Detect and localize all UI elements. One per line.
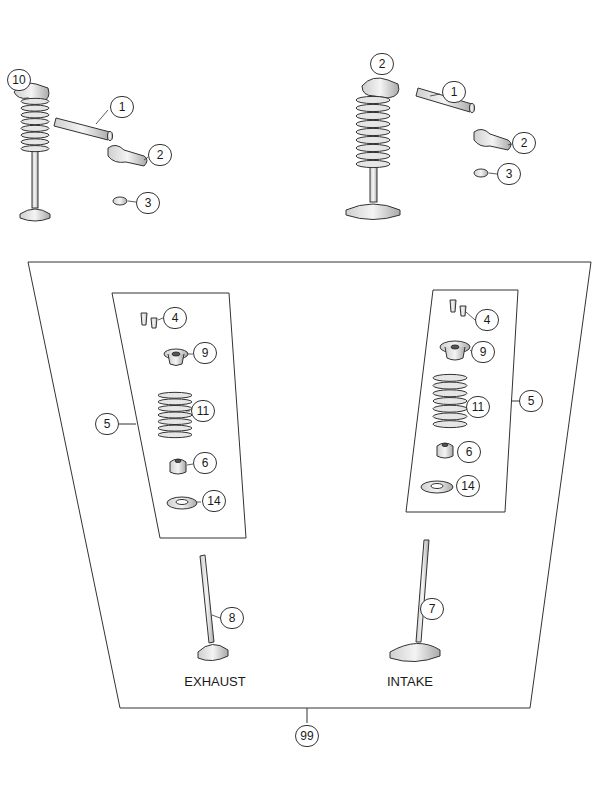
- callout-number: 4: [475, 309, 499, 331]
- coil-turn: [21, 119, 49, 125]
- callout-number: 10: [7, 69, 31, 91]
- coil-turn: [433, 413, 467, 420]
- valve-spring: [433, 374, 467, 427]
- leader-line: [466, 312, 475, 320]
- coil-turn: [21, 132, 49, 138]
- callout-number: 5: [519, 390, 543, 412]
- coil-turn: [158, 405, 192, 411]
- coil-turn: [21, 105, 49, 111]
- coil-turn: [356, 112, 390, 119]
- coil-turn: [21, 125, 49, 131]
- valve-stem-seal: [437, 443, 453, 458]
- callout-number: 11: [466, 396, 490, 418]
- coil-turn: [21, 112, 49, 118]
- callout-number: 6: [193, 452, 217, 474]
- callout-number: 2: [370, 53, 394, 75]
- callout-number: 1: [110, 96, 134, 118]
- set-outline: [28, 262, 591, 708]
- valve-keepers: [141, 313, 157, 328]
- coil-turn: [158, 392, 192, 398]
- leader-line: [430, 94, 440, 96]
- coil-turn: [433, 374, 467, 381]
- callout-number: 6: [457, 441, 481, 463]
- callout-number: 8: [220, 607, 244, 629]
- leader-line: [307, 708, 308, 723]
- exhaust-valve-assembly: [14, 83, 50, 221]
- callout-number: 99: [295, 725, 319, 747]
- callout-number: 3: [497, 163, 521, 185]
- callout-number: 3: [136, 192, 160, 214]
- leader-line: [96, 110, 108, 124]
- callout-number: 7: [420, 598, 444, 620]
- callout-number: 5: [95, 413, 119, 435]
- leader-line: [119, 424, 136, 425]
- kit-panel: [406, 290, 518, 512]
- callout-number: 1: [442, 81, 466, 103]
- coil-turn: [356, 104, 390, 111]
- valve-keepers: [450, 300, 466, 316]
- leader-line: [128, 201, 136, 202]
- spring-seat: [421, 481, 453, 493]
- coil-turn: [21, 98, 49, 104]
- callout-number: 2: [148, 144, 172, 166]
- spring-retainer: [164, 349, 188, 366]
- coil-turn: [21, 146, 49, 152]
- intake-valve-assembly: [346, 78, 400, 220]
- coil-turn: [158, 419, 192, 425]
- callout-number: 9: [471, 341, 495, 363]
- coil-turn: [356, 96, 390, 103]
- leader-line: [186, 411, 190, 412]
- spring-seat: [167, 497, 197, 509]
- coil-turn: [356, 144, 390, 151]
- spring-retainer: [440, 341, 470, 360]
- kit-panel: [112, 293, 246, 538]
- coil-turn: [433, 398, 467, 405]
- rocker-arm: [474, 129, 511, 150]
- coil-turn: [356, 136, 390, 143]
- leader-line: [212, 615, 220, 618]
- callout-number: 9: [193, 342, 217, 364]
- coil-turn: [21, 139, 49, 145]
- rocker-arm: [108, 145, 147, 166]
- shim: [113, 197, 127, 205]
- coil-turn: [356, 120, 390, 127]
- callout-number: 14: [202, 490, 226, 512]
- callout-number: 2: [512, 132, 536, 154]
- coil-turn: [356, 152, 390, 159]
- coil-turn: [356, 160, 390, 167]
- coil-turn: [158, 425, 192, 431]
- part-caption: EXHAUST: [182, 674, 247, 689]
- coil-turn: [158, 412, 192, 418]
- callout-number: 11: [191, 400, 215, 422]
- coil-turn: [433, 405, 467, 412]
- coil-turn: [356, 128, 390, 135]
- callout-number: 14: [456, 475, 480, 497]
- valve-spring: [158, 392, 192, 437]
- callout-number: 4: [163, 307, 187, 329]
- leader-line: [197, 502, 201, 503]
- part-caption: INTAKE: [385, 674, 435, 689]
- coil-turn: [433, 421, 467, 428]
- coil-turn: [433, 382, 467, 389]
- shim: [474, 169, 488, 177]
- coil-turn: [433, 390, 467, 397]
- valve-stem-seal: [170, 459, 186, 474]
- exhaust-valve: [198, 555, 228, 661]
- rocker-shaft: [54, 118, 113, 141]
- leader-line: [489, 173, 497, 174]
- coil-turn: [158, 432, 192, 438]
- coil-turn: [158, 399, 192, 405]
